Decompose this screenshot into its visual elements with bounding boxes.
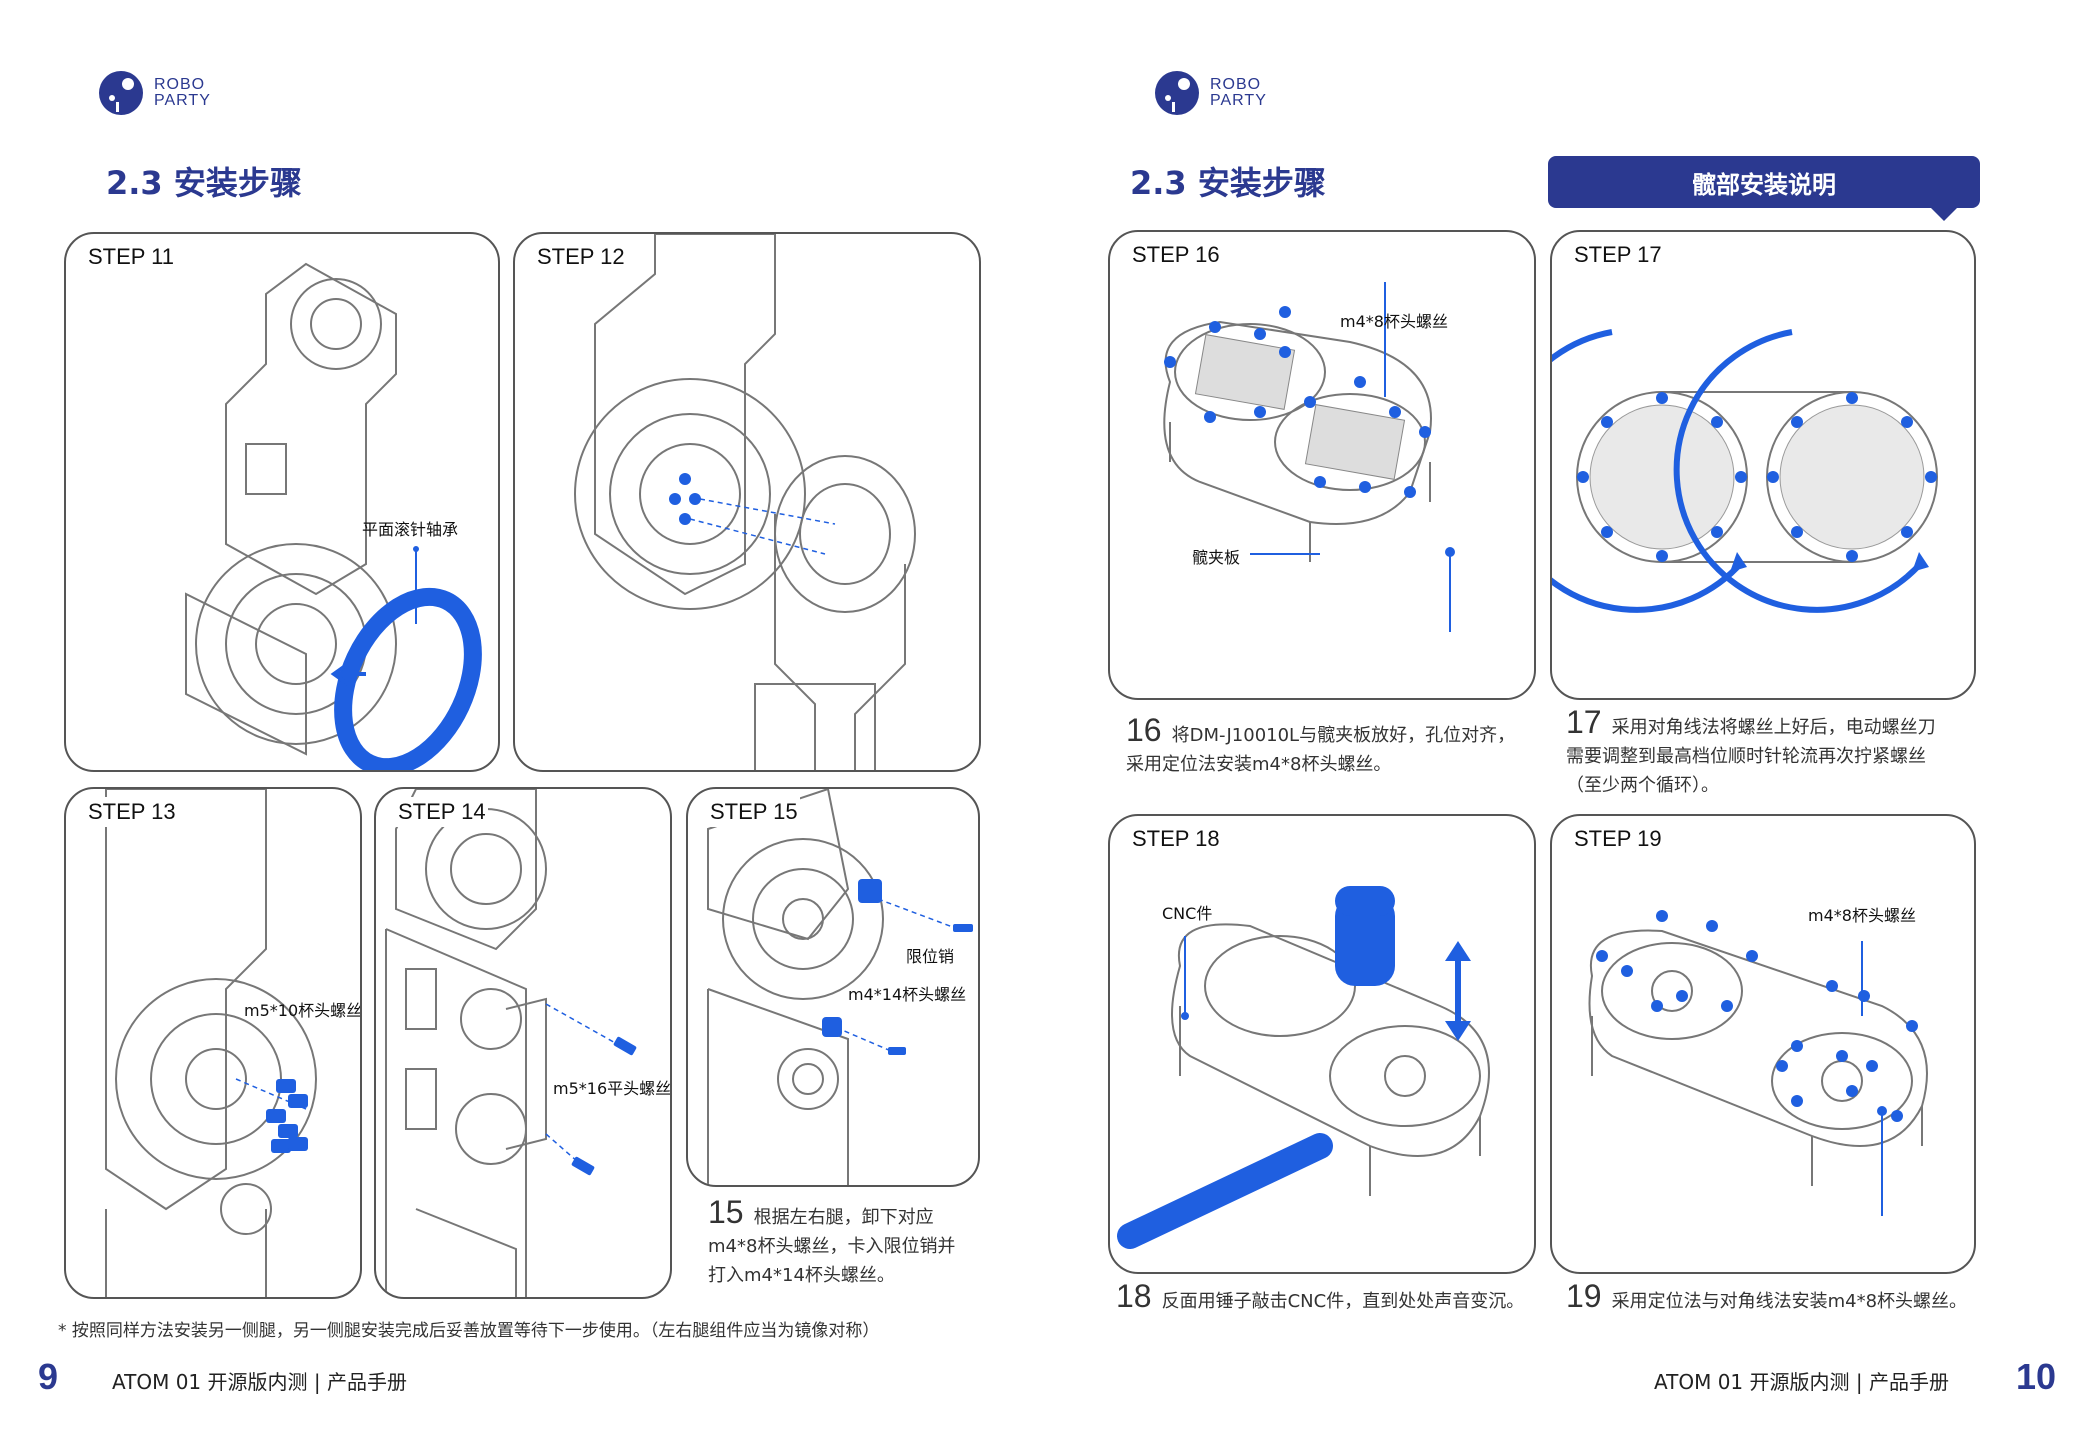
section-title-left: 2.3 安装步骤 <box>106 164 302 202</box>
step-19-caption: 19 采用定位法与对角线法安装m4*8杯头螺丝。 <box>1566 1280 1976 1316</box>
step-14-illustration <box>385 789 637 1297</box>
step-12-label: STEP 12 <box>535 242 627 272</box>
brand-logo-right: ROBO PARTY <box>1152 68 1267 118</box>
step-19-illustration <box>1588 910 1928 1216</box>
step-15-caption-line2: m4*8杯头螺丝，卡入限位销并 <box>708 1236 956 1257</box>
step-16-illustration <box>1163 282 1455 632</box>
step-11-panel: STEP 11 平面滚针轴承 <box>64 232 500 772</box>
step-18-callout-cnc: CNC件 <box>1162 904 1213 923</box>
step-13-illustration <box>105 789 317 1297</box>
step-17-illustration <box>1552 329 1938 613</box>
robo-party-logo-icon <box>1155 71 1199 115</box>
step-14-panel: STEP 14 m5*16平头螺丝 <box>374 787 672 1299</box>
step-14-callout-screw: m5*16平头螺丝 <box>553 1079 672 1098</box>
step-18-illustration <box>1117 886 1490 1249</box>
step-15-callout-pin: 限位销 <box>906 947 955 966</box>
page-number-left: 9 <box>38 1356 59 1397</box>
step-16-caption-number: 16 <box>1126 712 1162 748</box>
step-15-caption-line3: 打入m4*14杯头螺丝。 <box>708 1265 895 1286</box>
step-15-callout-screw: m4*14杯头螺丝 <box>848 985 967 1004</box>
step-18-caption-line1: 反面用锤子敲击CNC件，直到处处声音变沉。 <box>1161 1291 1525 1312</box>
step-15-label: STEP 15 <box>708 797 800 827</box>
brand-line1: ROBO <box>154 76 206 93</box>
step-16-label: STEP 16 <box>1130 240 1222 270</box>
footer-title-left: ATOM 01 开源版内测 | 产品手册 <box>112 1370 407 1394</box>
step-14-label: STEP 14 <box>396 797 488 827</box>
step-18-caption-number: 18 <box>1116 1278 1152 1314</box>
step-17-caption-number: 17 <box>1566 704 1602 740</box>
step-18-label: STEP 18 <box>1130 824 1222 854</box>
section-title-right: 2.3 安装步骤 <box>1130 164 1326 202</box>
step-13-callout-screw: m5*10杯头螺丝 <box>244 1001 362 1020</box>
step-19-caption-line1: 采用定位法与对角线法安装m4*8杯头螺丝。 <box>1611 1291 1968 1312</box>
step-17-caption-line1: 采用对角线法将螺丝上好后，电动螺丝刀 <box>1611 717 1936 738</box>
left-footnote: * 按照同样方法安装另一侧腿，另一侧腿安装完成后妥善放置等待下一步使用。（左右腿… <box>58 1321 880 1341</box>
step-17-caption-line2: 需要调整到最高档位顺时针轮流再次拧紧螺丝 <box>1566 746 1926 767</box>
step-15-panel: STEP 15 限位销 m4*14杯头螺丝 <box>686 787 980 1187</box>
step-15-caption-number: 15 <box>708 1194 744 1230</box>
step-17-panel: STEP 17 <box>1550 230 1976 700</box>
step-15-caption: 15 根据左右腿，卸下对应 m4*8杯头螺丝，卡入限位销并 打入m4*14杯头螺丝… <box>708 1196 978 1290</box>
step-16-caption: 16 将DM-J10010L与髋夹板放好，孔位对齐， 采用定位法安装m4*8杯头螺… <box>1126 714 1536 779</box>
step-18-caption: 18 反面用锤子敲击CNC件，直到处处声音变沉。 <box>1116 1280 1536 1316</box>
step-15-illustration <box>707 789 973 1185</box>
step-13-panel: STEP 13 m5*10杯头螺丝 <box>64 787 362 1299</box>
step-12-panel: STEP 12 <box>513 232 981 772</box>
step-17-label: STEP 17 <box>1572 240 1664 270</box>
step-19-panel: STEP 19 m4*8杯头螺丝 <box>1550 814 1976 1274</box>
robo-party-logo-icon <box>99 71 143 115</box>
step-16-panel: STEP 16 m4*8杯头螺丝 髋夹板 <box>1108 230 1536 700</box>
step-11-callout-bearing: 平面滚针轴承 <box>362 520 459 539</box>
step-19-label: STEP 19 <box>1572 824 1664 854</box>
brand-line2-right: PARTY <box>1210 92 1267 109</box>
step-11-illustration <box>185 262 482 770</box>
page-number-right: 10 <box>2016 1356 2057 1397</box>
step-19-caption-number: 19 <box>1566 1278 1602 1314</box>
step-19-callout-screw: m4*8杯头螺丝 <box>1808 906 1916 925</box>
step-12-illustration <box>574 234 916 770</box>
step-16-caption-line1: 将DM-J10010L与髋夹板放好，孔位对齐， <box>1171 725 1516 746</box>
banner-tail <box>1930 207 1958 221</box>
brand-line2: PARTY <box>154 92 211 109</box>
step-16-callout-plate: 髋夹板 <box>1192 548 1241 567</box>
step-15-caption-line1: 根据左右腿，卸下对应 <box>753 1207 934 1228</box>
brand-line1-right: ROBO <box>1210 76 1262 93</box>
step-17-caption-line3: （至少两个循环）。 <box>1566 775 1719 796</box>
brand-logo-left: ROBO PARTY <box>96 68 211 118</box>
hip-install-banner: 髋部安装说明 <box>1548 156 1980 208</box>
step-18-panel: STEP 18 CNC件 <box>1108 814 1536 1274</box>
step-13-label: STEP 13 <box>86 797 178 827</box>
step-16-caption-line2: 采用定位法安装m4*8杯头螺丝。 <box>1126 754 1392 775</box>
step-17-caption: 17 采用对角线法将螺丝上好后，电动螺丝刀 需要调整到最高档位顺时针轮流再次拧紧螺… <box>1566 706 1976 800</box>
footer-title-right: ATOM 01 开源版内测 | 产品手册 <box>1654 1370 1949 1394</box>
step-11-label: STEP 11 <box>86 242 177 272</box>
step-16-callout-screw: m4*8杯头螺丝 <box>1340 312 1448 331</box>
